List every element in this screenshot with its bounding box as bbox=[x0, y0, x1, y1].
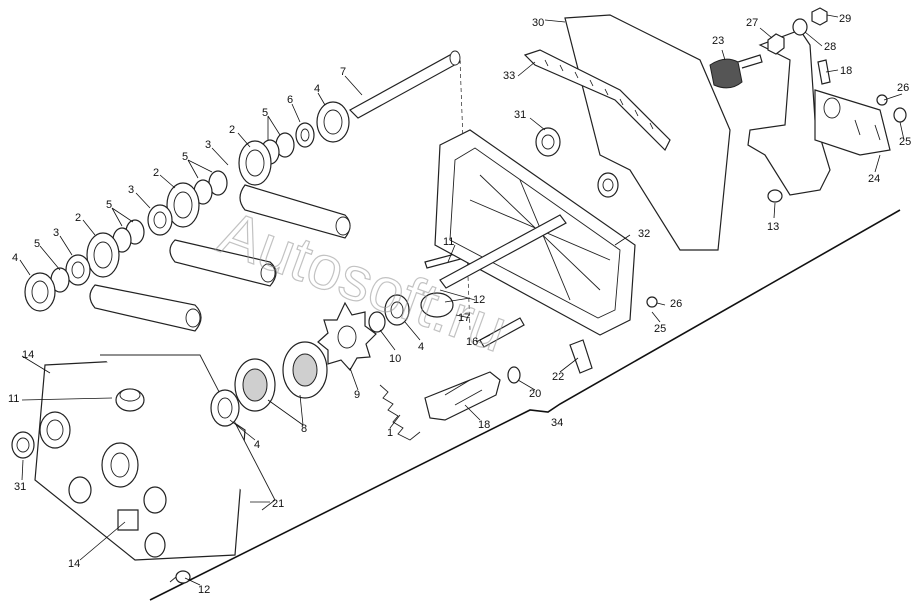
callout-18-center: 17 bbox=[458, 312, 470, 324]
callout-8: 8 bbox=[301, 423, 307, 435]
arm-link-mid bbox=[169, 239, 277, 287]
callout-26-right: 26 bbox=[897, 82, 909, 94]
callout-21: 21 bbox=[272, 498, 284, 510]
callout-13: 11 bbox=[8, 393, 19, 405]
arm-link-low bbox=[89, 284, 202, 332]
ring-20 bbox=[507, 366, 521, 384]
callout-29: 29 bbox=[839, 13, 851, 25]
callout-1: 1 bbox=[387, 427, 393, 439]
knob-23 bbox=[709, 54, 763, 89]
callout-4-top: 4 bbox=[314, 83, 320, 95]
bolt-14-right bbox=[767, 189, 783, 203]
spacer-3-mid bbox=[147, 204, 173, 236]
callout-5-d: 5 bbox=[34, 238, 40, 250]
callout-12-text: 12 bbox=[473, 294, 485, 306]
nut-27 bbox=[767, 33, 785, 55]
callout-2-a: 2 bbox=[229, 124, 235, 136]
callout-15: 14 bbox=[68, 558, 80, 570]
callout-33: 33 bbox=[503, 70, 515, 82]
callout-3-a: 3 bbox=[205, 139, 211, 151]
callout-17: 16 bbox=[466, 336, 478, 348]
callout-7: 7 bbox=[340, 66, 346, 78]
pin-18-right bbox=[817, 59, 831, 85]
callout-2-b: 2 bbox=[153, 167, 159, 179]
callout-5-c: 5 bbox=[106, 199, 112, 211]
callout-2-c: 2 bbox=[75, 212, 81, 224]
callout-19: 18 bbox=[478, 419, 490, 431]
gear-2-mid bbox=[166, 182, 200, 228]
callout-4-left: 4 bbox=[12, 252, 18, 264]
callout-30: 30 bbox=[532, 17, 544, 29]
shift-fork-19 bbox=[424, 371, 501, 421]
leader-lines bbox=[19, 14, 905, 586]
bolt-14-left bbox=[169, 570, 191, 584]
spring-1 bbox=[379, 384, 421, 441]
callout-5-a: 5 bbox=[262, 107, 268, 119]
callout-27: 27 bbox=[746, 17, 758, 29]
washer-10 bbox=[368, 311, 386, 333]
bearing-4-right bbox=[384, 294, 410, 326]
callout-3-b: 3 bbox=[128, 184, 134, 196]
callout-25-right: 25 bbox=[899, 136, 911, 148]
seal-center-small bbox=[597, 172, 619, 198]
washer-28 bbox=[792, 18, 808, 36]
assembly-baseline bbox=[149, 209, 901, 601]
callouts: 7 4 6 5 2 3 5 2 3 5 2 3 5 4 14 11 31 14 … bbox=[8, 13, 911, 596]
callout-25-center: 25 bbox=[654, 323, 666, 335]
callout-3-c: 3 bbox=[53, 227, 59, 239]
callout-34: 34 bbox=[551, 417, 563, 429]
callout-22: 22 bbox=[552, 371, 564, 383]
gear-2-low bbox=[86, 232, 120, 278]
housing-32 bbox=[434, 129, 636, 336]
shaft-17 bbox=[479, 317, 525, 348]
callout-26-center: 26 bbox=[670, 298, 682, 310]
bearing-4-left bbox=[24, 272, 56, 312]
arm-link-top bbox=[239, 184, 351, 239]
spacer-6 bbox=[295, 122, 315, 148]
callout-16: 14 bbox=[22, 349, 34, 361]
shaft-7 bbox=[349, 50, 462, 119]
callout-24: 24 bbox=[868, 173, 880, 185]
callout-4-right: 4 bbox=[418, 341, 424, 353]
callout-4-center: 4 bbox=[254, 439, 260, 451]
nut-26-center bbox=[646, 296, 658, 308]
callout-11-text: 11 bbox=[443, 236, 454, 248]
callout-20: 20 bbox=[529, 388, 541, 400]
pin-22 bbox=[569, 339, 593, 374]
gear-2-top bbox=[238, 140, 272, 186]
callout-9: 9 bbox=[354, 389, 360, 401]
nut-29 bbox=[811, 7, 828, 26]
nut-26-right bbox=[876, 94, 888, 106]
callout-28: 28 bbox=[824, 41, 836, 53]
sprocket-9 bbox=[317, 301, 377, 372]
callout-14-left: 12 bbox=[198, 584, 210, 596]
spacer-3-low bbox=[65, 254, 91, 286]
callout-14-right: 13 bbox=[767, 221, 779, 233]
washer-25-right bbox=[893, 107, 907, 123]
callout-6: 6 bbox=[287, 94, 293, 106]
bearing-4-top bbox=[316, 101, 350, 143]
callout-10: 10 bbox=[389, 353, 401, 365]
scale-strip-33 bbox=[523, 49, 671, 152]
callout-31-left: 31 bbox=[14, 481, 26, 493]
callout-23: 23 bbox=[712, 35, 724, 47]
gearbox-cover-15 bbox=[34, 354, 276, 561]
callout-18-right: 18 bbox=[840, 65, 852, 77]
callout-32: 32 bbox=[638, 228, 650, 240]
seal-31-center bbox=[535, 127, 561, 157]
gear-set-8 bbox=[234, 341, 328, 412]
seal-31-left bbox=[11, 431, 35, 459]
callout-31-center: 31 bbox=[514, 109, 526, 121]
lever-bracket-24 bbox=[747, 29, 891, 196]
bearing-4-center bbox=[210, 389, 240, 427]
callout-5-b: 5 bbox=[182, 151, 188, 163]
